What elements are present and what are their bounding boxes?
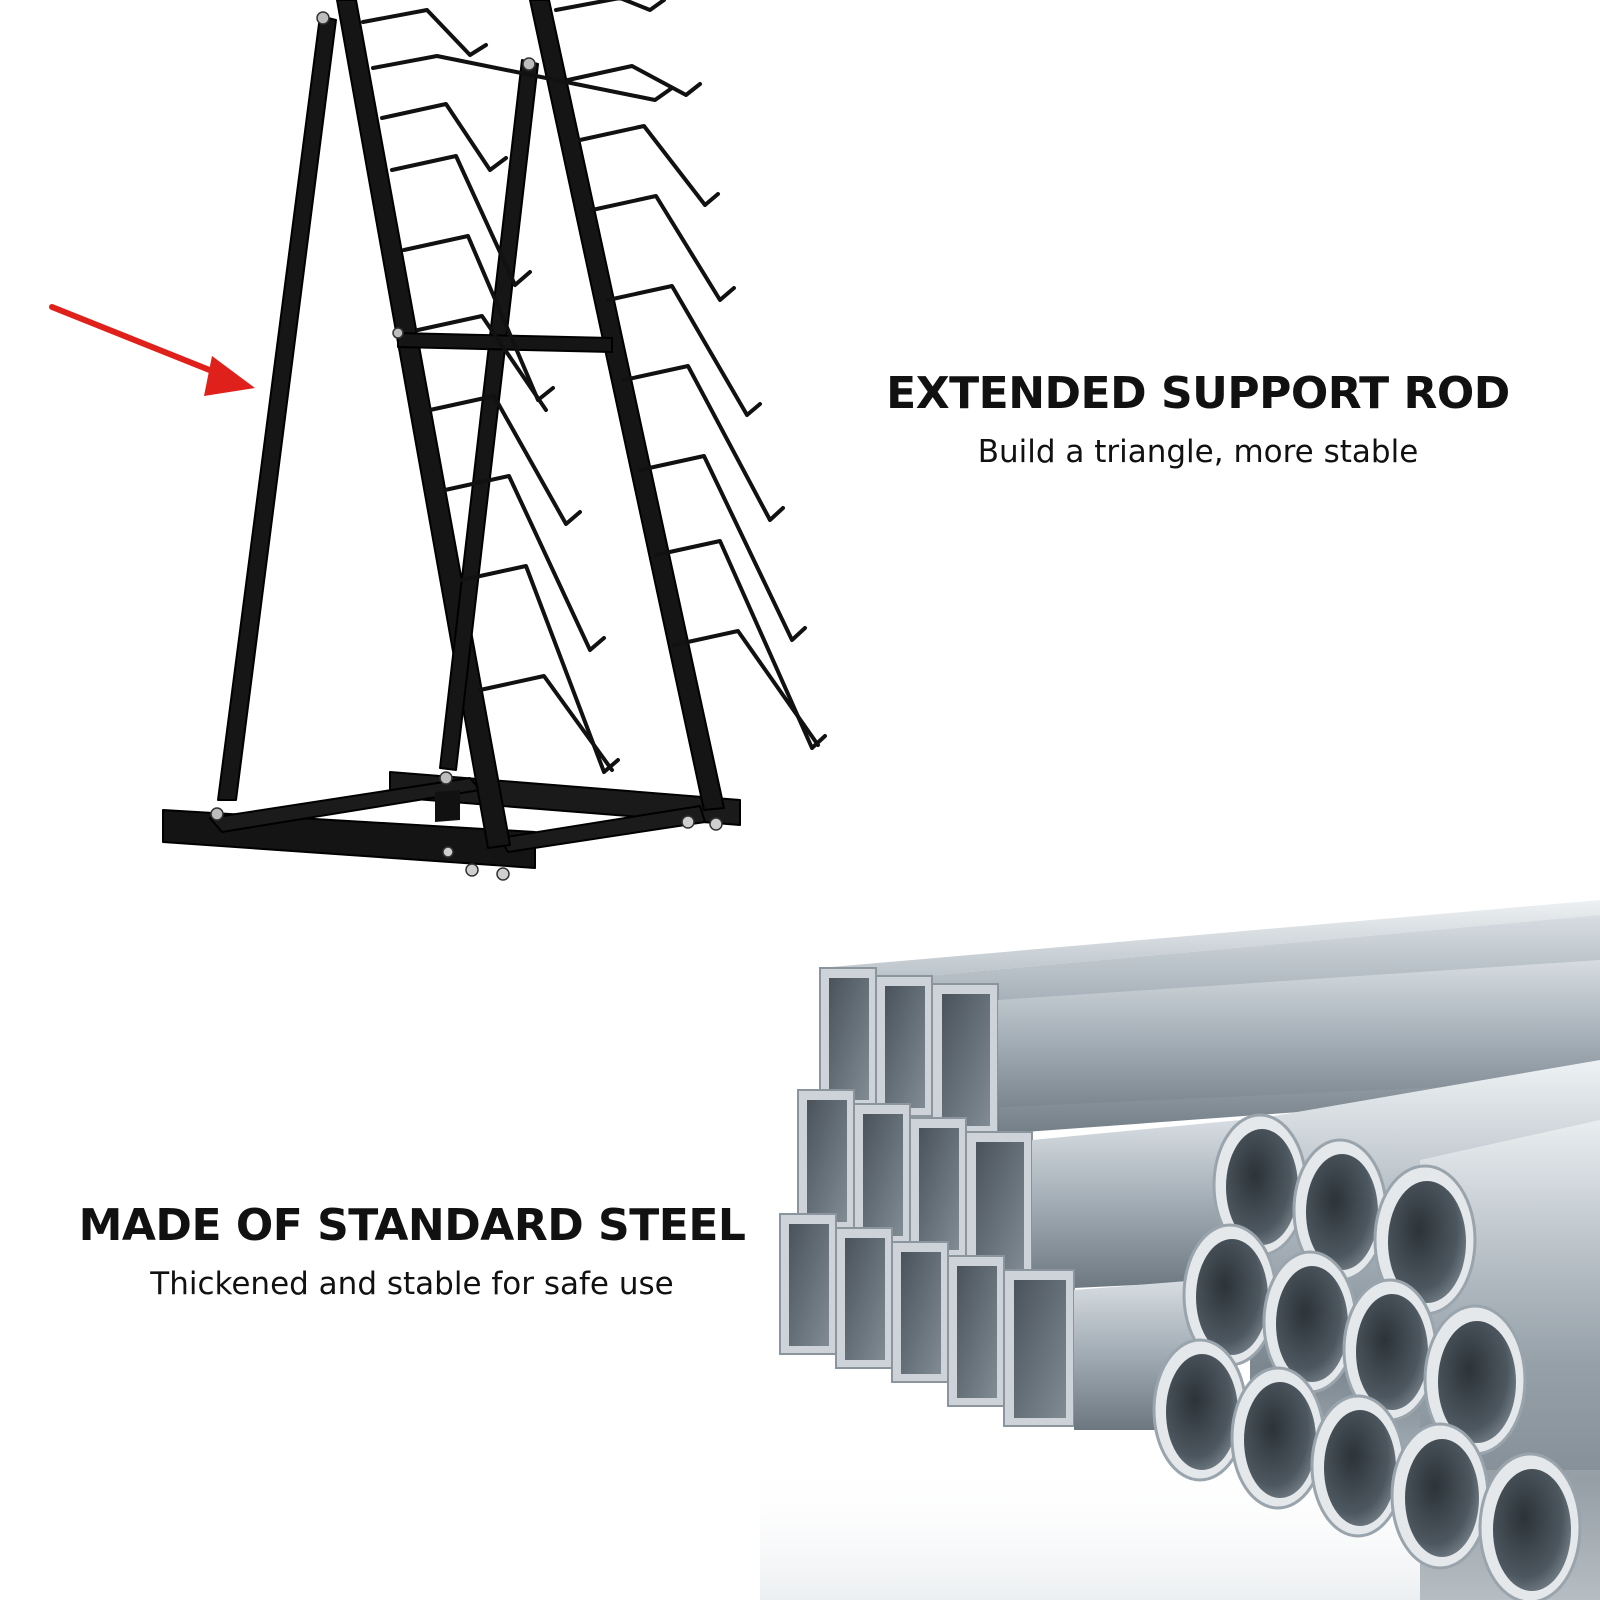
- square-tubes-bottom-row: [779, 1213, 1200, 1430]
- square-tubes-top-row: [819, 900, 1600, 1135]
- cross-brace: [392, 327, 613, 353]
- a-frame-rack-illustration: [162, 0, 827, 881]
- rear-main-post: [529, 0, 725, 811]
- rack-base: [162, 771, 741, 881]
- rear-support-rod: [439, 57, 539, 785]
- square-tubes-middle-row: [797, 1089, 1240, 1290]
- support-rod-subtitle: Build a triangle, more stable: [977, 434, 1419, 470]
- extended-support-rod: [210, 11, 337, 821]
- round-pipes: [1152, 1060, 1600, 1600]
- support-rod-title: EXTENDED SUPPORT ROD: [886, 368, 1510, 419]
- steel-title: MADE OF STANDARD STEEL: [78, 1200, 746, 1251]
- red-arrow-icon: [49, 304, 255, 396]
- rear-hooks: [554, 0, 827, 750]
- steel-subtitle: Thickened and stable for safe use: [150, 1266, 674, 1302]
- steel-tube-stack-illustration: [760, 900, 1600, 1600]
- front-hooks: [361, 8, 674, 774]
